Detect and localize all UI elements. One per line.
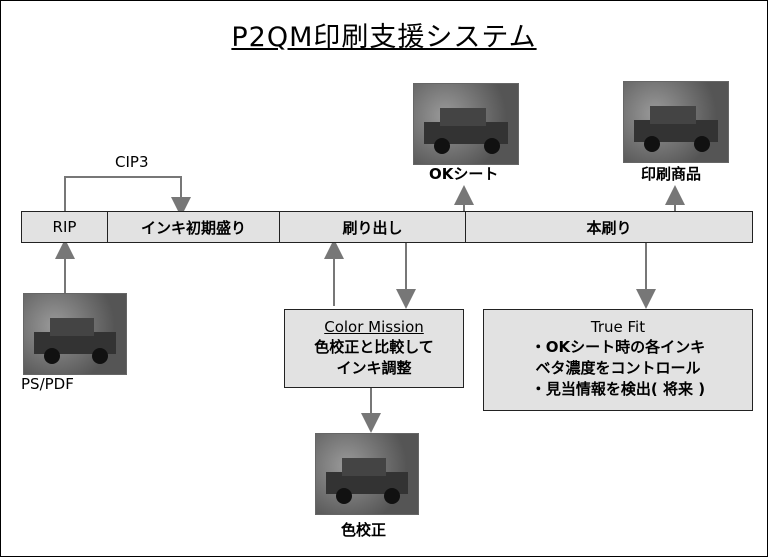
- pspdf-label: PS/PDF: [21, 375, 74, 393]
- segment-rip: RIP: [22, 212, 108, 242]
- product-photo-icon: [623, 81, 729, 163]
- product-label: 印刷商品: [641, 165, 702, 183]
- ok-sheet-label: OKシート: [429, 163, 498, 184]
- cip3-arrow: [64, 176, 191, 217]
- ok-sheet-photo-icon: [413, 83, 519, 165]
- proof-photo-icon: [315, 433, 419, 515]
- true-fit-line-2: ベタ濃度をコントロール: [535, 359, 701, 377]
- cip3-label: CIP3: [115, 153, 149, 171]
- page-title: P2QM印刷支援システム: [231, 22, 537, 53]
- true-fit-line-1: ・OKシート時の各インキ: [530, 338, 706, 356]
- true-fit-line-3: ・見当情報を検出( 将来 ): [530, 380, 706, 398]
- color-mission-box: Color Mission 色校正と比較して インキ調整: [284, 309, 464, 388]
- color-mission-line-1: 色校正と比較して: [314, 338, 434, 356]
- process-bar: RIP インキ初期盛り 刷り出し 本刷り: [21, 211, 753, 243]
- segment-make-ready: 刷り出し: [280, 212, 466, 242]
- true-fit-heading: True Fit: [590, 318, 646, 336]
- color-mission-heading: Color Mission: [324, 318, 424, 336]
- color-mission-line-2: インキ調整: [336, 359, 412, 377]
- segment-production-run: 本刷り: [586, 218, 632, 237]
- ok-sheet-text: OKシート: [429, 165, 499, 183]
- proof-label: 色校正: [341, 521, 387, 539]
- segment-ink-initial: インキ初期盛り: [108, 212, 280, 242]
- true-fit-box: True Fit ・OKシート時の各インキ ベタ濃度をコントロール ・見当情報を…: [483, 309, 753, 411]
- car-photo-icon: [23, 293, 127, 375]
